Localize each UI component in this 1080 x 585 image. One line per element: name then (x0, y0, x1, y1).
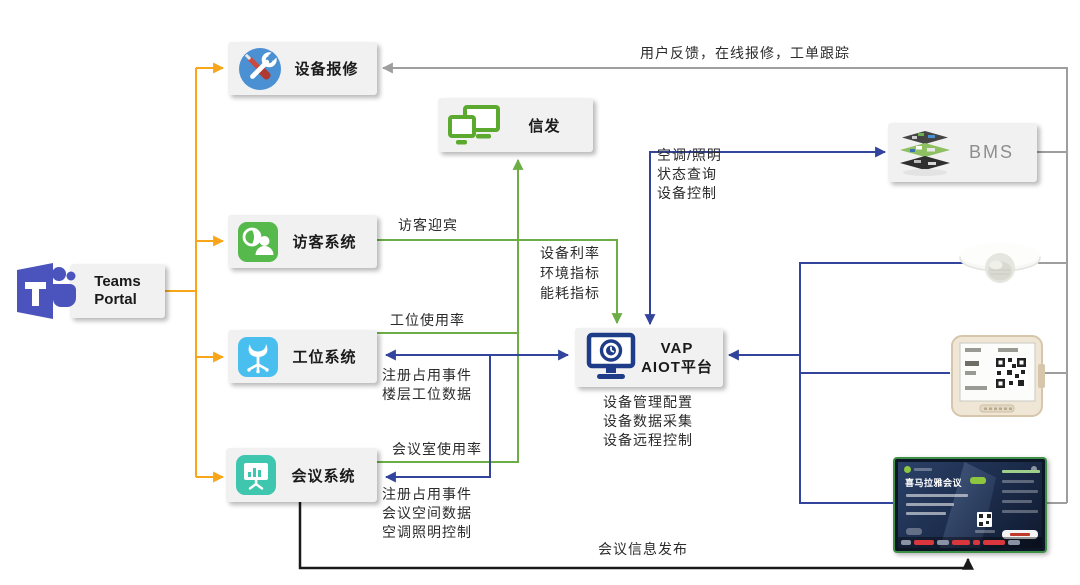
ceiling-sensor-icon (959, 243, 1041, 283)
display-book-button (1002, 530, 1038, 539)
wrench-screwdriver-icon (239, 47, 281, 90)
display-status-pill (970, 477, 986, 484)
label-visitor-welcome: 访客迎宾 (398, 217, 458, 233)
label-line: 楼层工位数据 (382, 386, 472, 402)
vap-monitor-icon (586, 332, 636, 379)
display-qr-caption (975, 530, 995, 533)
label-workstation-events: 注册占用事件 楼层工位数据 (382, 366, 472, 404)
label-line: 设备利率 (540, 245, 600, 261)
node-bms: BMS (888, 123, 1037, 182)
edges-teams-fanout (165, 62, 225, 483)
display-bottom-bar (898, 537, 1042, 548)
bottom-tab-red (973, 540, 980, 545)
label-line: 注册占用事件 (382, 486, 472, 502)
label-line: 空调照明控制 (382, 524, 472, 540)
label-workstation-usage: 工位使用率 (390, 312, 465, 328)
label-line: 注册占用事件 (382, 367, 472, 383)
display-schedule-line (1002, 510, 1038, 513)
edges-green-metrics (377, 158, 623, 463)
label-line: 设备管理配置 (603, 394, 693, 410)
vap-label-line2: AIOT平台 (641, 358, 713, 376)
node-label-vap: VAP AIOT平台 (637, 339, 723, 377)
bottom-tab-red (952, 540, 970, 545)
label-line: 环境指标 (540, 265, 600, 281)
node-device-repair: 设备报修 (228, 42, 377, 95)
edge-devices-to-repair (381, 62, 1068, 503)
display-info-line (906, 494, 968, 497)
display-info-line (906, 503, 954, 506)
node-meeting-system: 会议系统 (226, 448, 377, 502)
label-line: 设备数据采集 (603, 413, 693, 429)
label-meeting-publish: 会议信息发布 (598, 541, 688, 557)
label-line: 会议空间数据 (382, 505, 472, 521)
node-label-bms: BMS (968, 142, 1014, 162)
bottom-tab (1008, 540, 1020, 545)
edge-meeting-to-signage (377, 158, 524, 463)
bottom-tab (937, 540, 949, 545)
display-datetime (1002, 470, 1040, 473)
edges-feedback (381, 62, 1068, 504)
edges-vap (384, 146, 965, 504)
label-metrics: 设备利率 环境指标 能耗指标 (540, 243, 600, 303)
edge-vap-bms (644, 146, 887, 326)
node-visitor-system: 访客系统 (228, 215, 377, 268)
label-user-feedback: 用户反馈，在线报修，工单跟踪 (640, 45, 850, 61)
label-line: 设备控制 (657, 185, 717, 201)
node-label-repair: 设备报修 (294, 61, 359, 78)
building-layers-icon (900, 130, 950, 176)
teams-title-line1: Teams (94, 273, 141, 290)
label-vap-functions: 设备管理配置 设备数据采集 设备远程控制 (603, 393, 693, 450)
eink-qr-tag-icon (951, 335, 1045, 417)
display-schedule-line (1002, 480, 1034, 483)
display-logo-icon (904, 466, 911, 473)
display-logo-text (914, 468, 932, 471)
node-signage: 信发 (438, 98, 593, 152)
teams-title-line2: Portal (94, 291, 137, 308)
dual-monitor-icon (448, 105, 500, 145)
label-line: 状态查询 (657, 166, 717, 182)
display-title: 喜马拉雅会议 (905, 478, 963, 488)
node-label-meeting: 会议系统 (291, 467, 356, 485)
meeting-board-icon (236, 455, 276, 495)
node-label-workstation: 工位系统 (292, 349, 357, 366)
label-meeting-events: 注册占用事件 会议空间数据 空调照明控制 (382, 485, 472, 542)
label-line: 设备远程控制 (603, 432, 693, 448)
display-info-line (906, 512, 946, 515)
edge-meeting-publish (298, 502, 974, 570)
display-qr-code (977, 512, 992, 527)
bottom-tab-red (914, 540, 934, 545)
edge-devices-bus (799, 262, 965, 504)
display-screen: 喜马拉雅会议 (898, 462, 1042, 548)
office-chair-icon (238, 336, 278, 377)
node-workstation-system: 工位系统 (228, 330, 377, 383)
edge-vap-to-meeting (384, 355, 491, 483)
bottom-tab-red (983, 540, 1005, 545)
display-schedule-line (1002, 500, 1032, 503)
node-teams-portal: Teams Portal (70, 264, 165, 318)
vap-label-line1: VAP (660, 339, 694, 357)
node-vap-aiot: VAP AIOT平台 (575, 328, 723, 387)
bottom-tab (901, 540, 911, 545)
edge-visitor-to-vap (377, 239, 623, 325)
label-hvac-control: 空调/照明 状态查询 设备控制 (657, 146, 722, 203)
display-small-button (906, 528, 922, 535)
label-line: 能耗指标 (540, 285, 600, 301)
display-settings-icon (1031, 466, 1037, 472)
teams-logo-icon (17, 263, 76, 319)
display-schedule-line (1002, 490, 1038, 493)
display-book-button-text (1010, 533, 1030, 536)
visitor-icon (238, 221, 278, 262)
label-meeting-usage: 会议室使用率 (392, 441, 482, 457)
node-label-signage: 信发 (528, 117, 561, 135)
node-label-visitor: 访客系统 (292, 234, 357, 251)
meeting-room-display: 喜马拉雅会议 (893, 457, 1047, 553)
label-line: 空调/照明 (657, 147, 722, 163)
